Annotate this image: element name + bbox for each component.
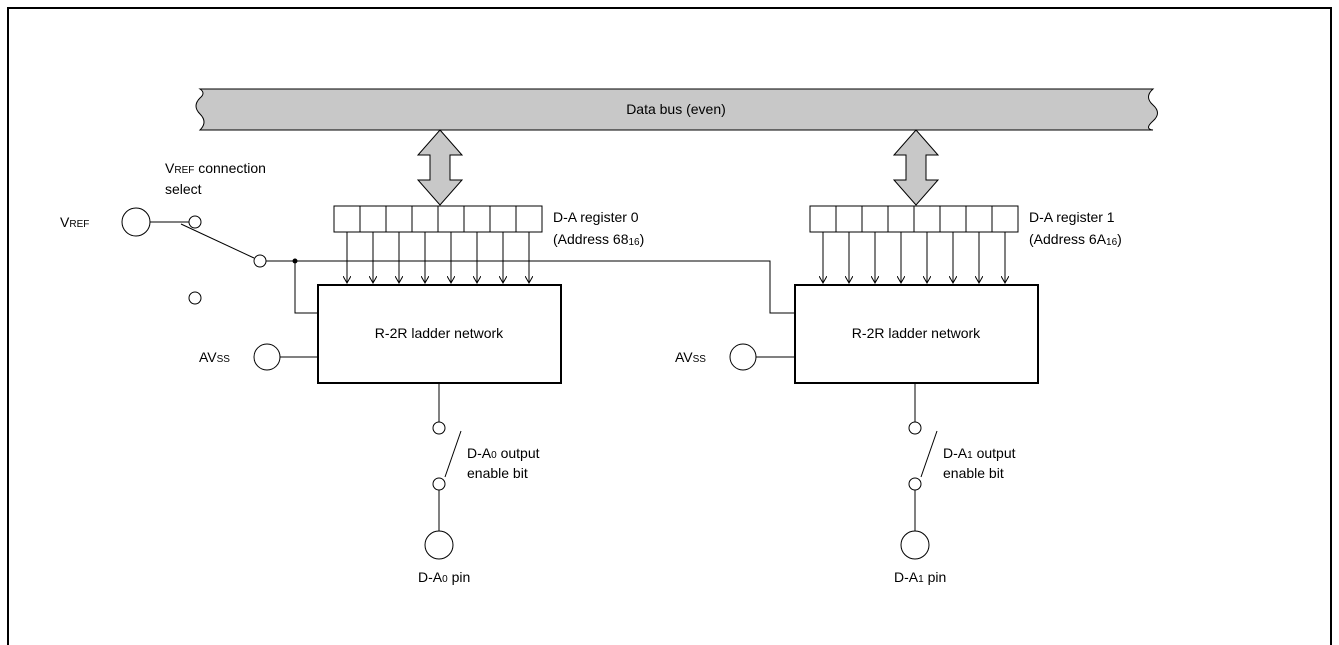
vref-wire-to-ladder-0 (266, 260, 318, 314)
bus-arrow-0 (416, 129, 464, 206)
vref-wire-to-ladder-1 (295, 260, 795, 314)
register-0-bit-cell (489, 205, 517, 233)
figure-border (7, 7, 1332, 645)
avss-label-1: AVSS (675, 349, 706, 365)
da-register-0-title: D-A register 0 (553, 209, 639, 225)
da1-pin (900, 530, 930, 560)
register-0-bit-cell (385, 205, 413, 233)
da0-output-enable-label-2: enable bit (467, 465, 528, 481)
da-register-1-address: (Address 6A16) (1029, 231, 1122, 248)
vref-switch-contact-a (188, 215, 202, 229)
da1-output-enable-label-1: D-A1 output (943, 445, 1016, 461)
da-register-1-title: D-A register 1 (1029, 209, 1115, 225)
vref-connection-select-label-2: select (165, 181, 202, 197)
register-1-bit-cell (913, 205, 941, 233)
data-bus-label: Data bus (even) (626, 101, 726, 117)
register-0-bit-cell (411, 205, 439, 233)
output-switch-0-top (432, 421, 446, 435)
vref-pin (121, 207, 151, 237)
output-switch-1-blade (920, 430, 938, 478)
output-switch-1-bottom (908, 477, 922, 491)
output-switch-1-top (908, 421, 922, 435)
register-1-bit-cell (991, 205, 1019, 233)
r2r-ladder-network-1-label: R-2R ladder network (852, 325, 981, 341)
r2r-ladder-network-1 (794, 284, 1039, 384)
register-1-bit-cell (809, 205, 837, 233)
register-1-bit-cell (965, 205, 993, 233)
register-0-bit-cell (437, 205, 465, 233)
register-1-bit-cell (939, 205, 967, 233)
register-0-bit-cell (515, 205, 543, 233)
da1-pin-label: D-A1 pin (894, 569, 946, 585)
da-register-0 (333, 205, 543, 283)
output-switch-0-bottom (432, 477, 446, 491)
da1-output-enable-label-2: enable bit (943, 465, 1004, 481)
register-0-bit-cell (333, 205, 361, 233)
bus-arrow-1 (892, 129, 940, 206)
avss-pin-1 (729, 343, 757, 371)
r2r-ladder-network-0-label: R-2R ladder network (375, 325, 504, 341)
da0-output-enable-label-1: D-A0 output (467, 445, 540, 461)
output-switch-0-blade (444, 430, 462, 478)
register-0-bit-cell (359, 205, 387, 233)
da-register-0-address: (Address 6816) (553, 231, 644, 248)
vref-switch-common (253, 254, 267, 268)
da0-pin-label: D-A0 pin (418, 569, 470, 585)
avss-pin-0 (253, 343, 281, 371)
vref-switch-blade (180, 223, 255, 259)
vref-connection-select-label-1: VREF connection (165, 160, 266, 176)
avss-label-0: AVSS (199, 349, 230, 365)
data-bus (195, 88, 1158, 131)
vref-switch-contact-b (188, 291, 202, 305)
register-1-bit-cell (887, 205, 915, 233)
vref-pin-label: VREF (60, 214, 89, 230)
da-register-1 (809, 205, 1019, 283)
da0-pin (424, 530, 454, 560)
r2r-ladder-network-0 (317, 284, 562, 384)
register-0-bit-cell (463, 205, 491, 233)
register-1-bit-cell (861, 205, 889, 233)
register-1-bit-cell (835, 205, 863, 233)
